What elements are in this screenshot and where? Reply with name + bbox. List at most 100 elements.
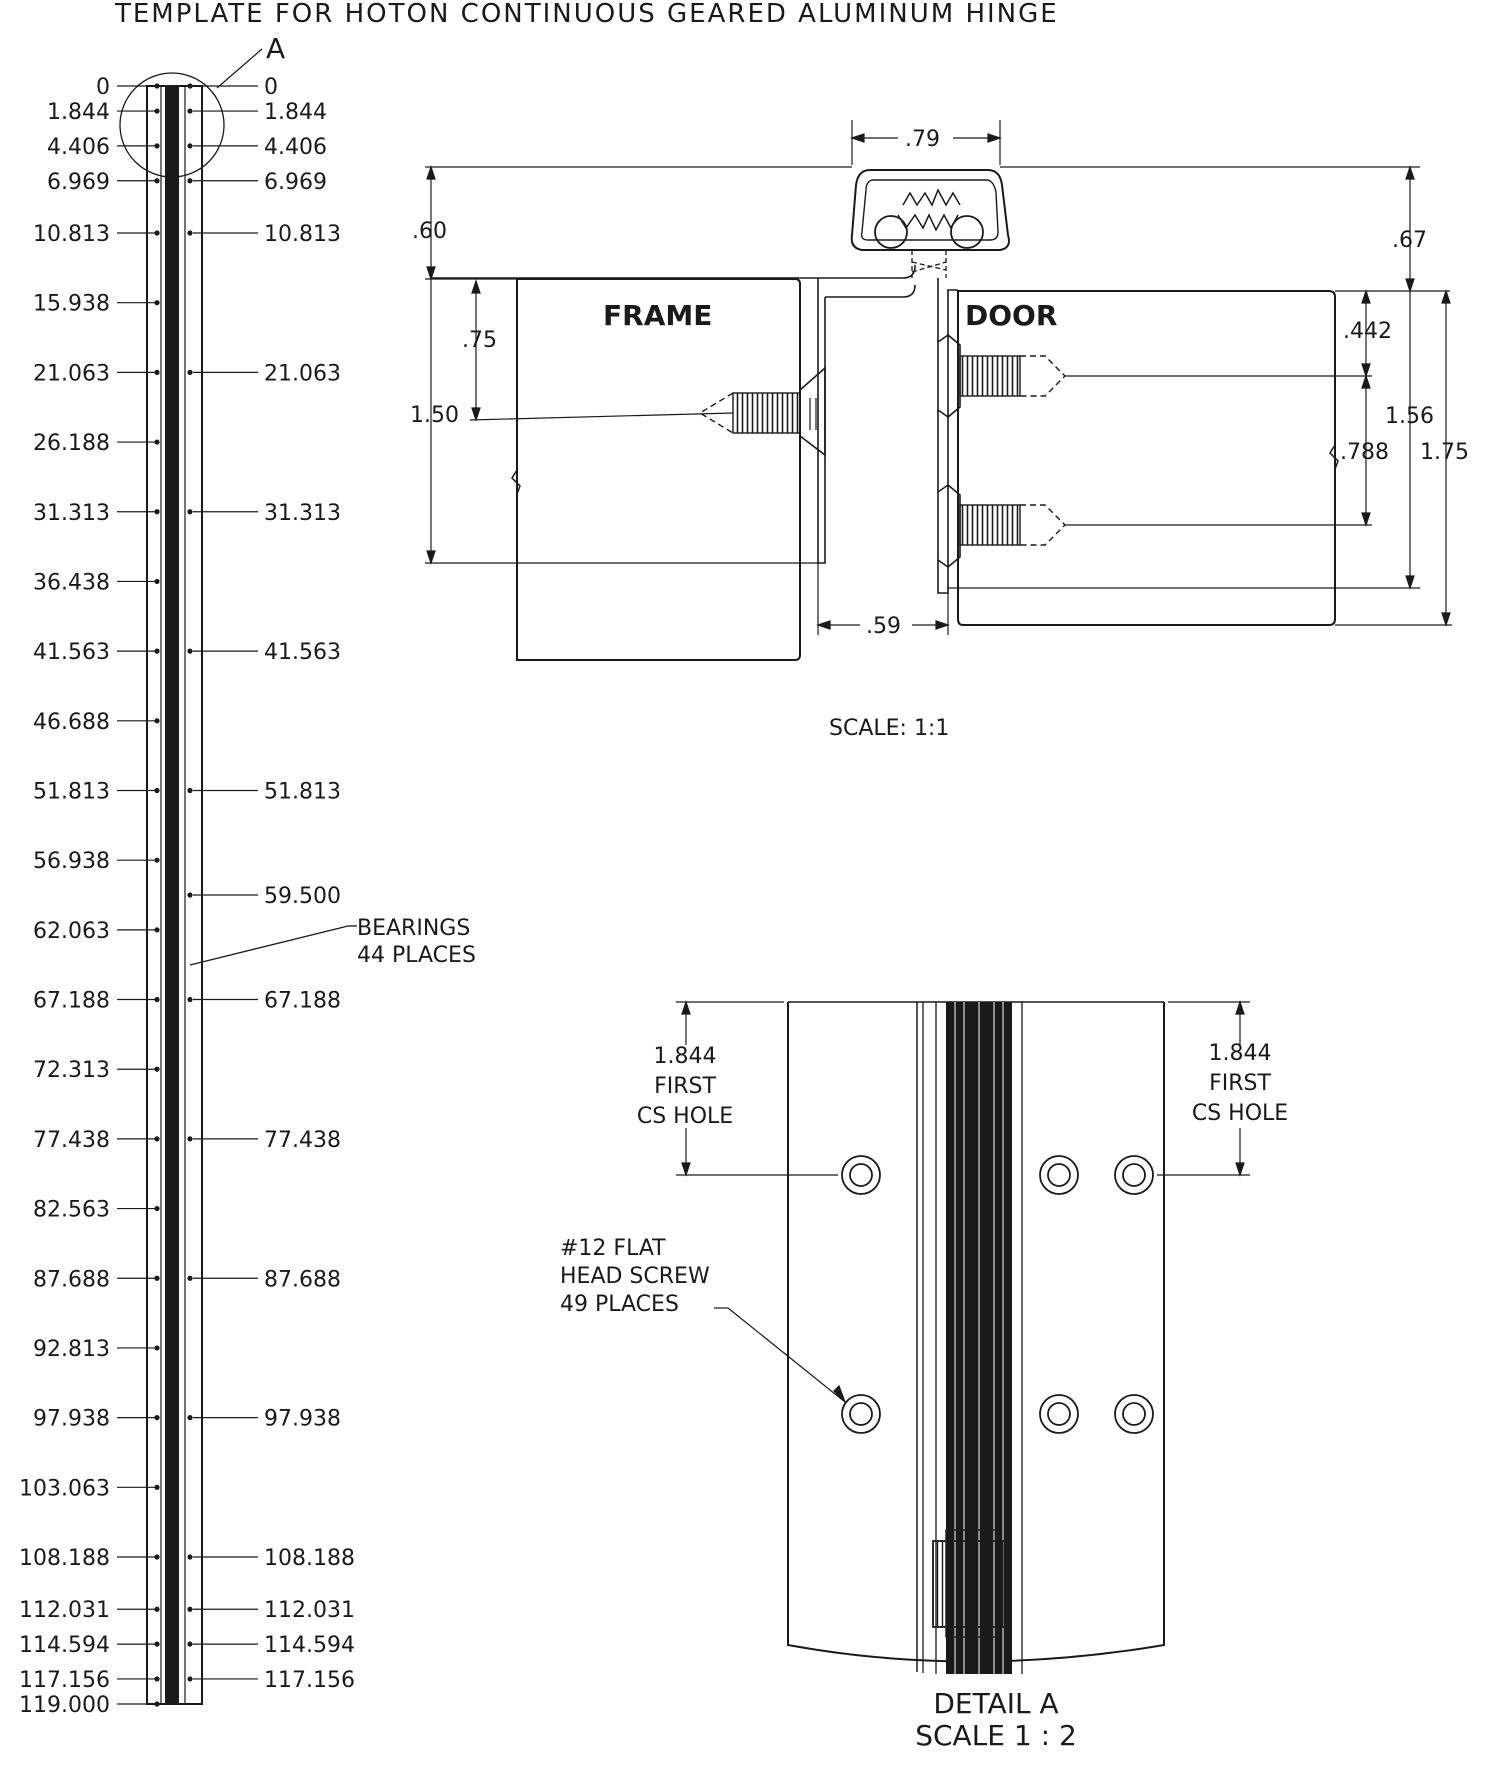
- detail-hole-5: [1039, 1394, 1079, 1434]
- detail-right-callout-3: CS HOLE: [1192, 1101, 1288, 1126]
- door-screw-1-thread: [959, 355, 1021, 397]
- elevation-left-label: 67.188: [33, 989, 110, 1014]
- elevation-left-dim: 97.938: [33, 1407, 160, 1432]
- elevation-right-label: 6.969: [264, 170, 327, 195]
- elevation-left-dim: 36.438: [33, 570, 160, 595]
- elevation-left-dim: 1.844: [47, 100, 160, 125]
- detail-left-callout-1: 1.844: [654, 1044, 717, 1069]
- elevation-left-label: 26.188: [33, 431, 110, 456]
- elevation-right-dim: 31.313: [187, 501, 341, 526]
- elevation-right-dim: 114.594: [187, 1633, 355, 1658]
- elevation-left-label: 117.156: [19, 1668, 110, 1693]
- bearings-label-line1: BEARINGS: [357, 916, 470, 941]
- elevation-left-dimensions: 01.8444.4066.96910.81315.93821.06326.188…: [19, 75, 160, 1718]
- elevation-left-label: 1.844: [47, 100, 110, 125]
- detail-screw-callout-3: 49 PLACES: [560, 1292, 679, 1317]
- detail-hole-1: [841, 1155, 881, 1195]
- elevation-left-dim: 114.594: [19, 1633, 160, 1658]
- elevation-left-dim: 51.813: [33, 779, 160, 804]
- dim-right-top: .67: [1392, 228, 1427, 253]
- dim-frame-screw: .75: [462, 328, 497, 353]
- elevation-left-dim: 119.000: [19, 1693, 160, 1718]
- detail-left-callout-2: FIRST: [654, 1074, 716, 1099]
- elevation-right-dim: 117.156: [187, 1668, 355, 1693]
- detail-a-circle: [119, 72, 225, 178]
- dim-left-top: .60: [412, 219, 447, 244]
- frame-screw-thread: [732, 392, 801, 434]
- detail-dimension-lines: [676, 1000, 1250, 1403]
- detail-caption-2: SCALE 1 : 2: [915, 1719, 1077, 1752]
- elevation-left-label: 72.313: [33, 1058, 110, 1083]
- elevation-right-label: 112.031: [264, 1598, 355, 1623]
- elevation-left-label: 51.813: [33, 779, 110, 804]
- elevation-left-dim: 4.406: [47, 135, 160, 160]
- elevation-left-label: 119.000: [19, 1693, 110, 1718]
- bearings-callout: BEARINGS 44 PLACES: [189, 916, 476, 968]
- elevation-right-dim: 6.969: [187, 170, 327, 195]
- elevation-left-label: 6.969: [47, 170, 110, 195]
- bearings-label-line2: 44 PLACES: [357, 943, 476, 968]
- elevation-right-dim: 41.563: [187, 640, 341, 665]
- elevation-left-dim: 56.938: [33, 849, 160, 874]
- sheet-title: TEMPLATE FOR HOTON CONTINUOUS GEARED ALU…: [114, 0, 1059, 29]
- detail-right-callout-2: FIRST: [1209, 1071, 1271, 1096]
- elevation-right-label: 1.844: [264, 100, 327, 125]
- hinge-elevation: [119, 48, 263, 1705]
- elevation-left-dim: 82.563: [33, 1198, 160, 1223]
- elevation-right-dim: 4.406: [187, 135, 327, 160]
- detail-screw-callout-2: HEAD SCREW: [560, 1264, 710, 1289]
- elevation-right-dim: 1.844: [187, 100, 327, 125]
- door-leaf: [937, 278, 958, 594]
- elevation-right-dimensions: 01.844 4.406 6.969 10.813 21.063 31.313 41.563…: [187, 75, 355, 1693]
- elevation-right-label: 41.563: [264, 640, 341, 665]
- elevation-left-label: 36.438: [33, 570, 110, 595]
- elevation-left-dim: 41.563: [33, 640, 160, 665]
- elevation-right-label: 10.813: [264, 222, 341, 247]
- elevation-left-label: 82.563: [33, 1198, 110, 1223]
- elevation-left-label: 31.313: [33, 501, 110, 526]
- dim-frame-depth: 1.50: [410, 403, 459, 428]
- elevation-left-dim: 103.063: [19, 1476, 160, 1501]
- dim-door-total: 1.75: [1420, 440, 1469, 465]
- elevation-left-dim: 72.313: [33, 1058, 160, 1083]
- elevation-left-dim: 21.063: [33, 361, 160, 386]
- elevation-left-label: 15.938: [33, 292, 110, 317]
- elevation-right-dim: 59.500: [187, 884, 341, 909]
- elevation-right-dim: 112.031: [187, 1598, 355, 1623]
- elevation-right-dim: 67.188: [187, 989, 341, 1014]
- elevation-right-dim: 108.188: [187, 1546, 355, 1571]
- elevation-right-dim: 0: [187, 75, 278, 100]
- frame-outline: [516, 278, 801, 661]
- detail-hole-4: [841, 1394, 881, 1434]
- elevation-left-dim: 67.188: [33, 989, 160, 1014]
- elevation-left-dim: 112.031: [19, 1598, 160, 1623]
- elevation-right-dim: 87.688: [187, 1267, 341, 1292]
- elevation-right-label: 108.188: [264, 1546, 355, 1571]
- detail-left-callout-3: CS HOLE: [637, 1104, 733, 1129]
- elevation-left-label: 46.688: [33, 710, 110, 735]
- elevation-left-dim: 92.813: [33, 1337, 160, 1362]
- dim-door-screw-gap: .788: [1340, 440, 1389, 465]
- elevation-left-label: 77.438: [33, 1128, 110, 1153]
- elevation-left-label: 4.406: [47, 135, 110, 160]
- elevation-right-label: 0: [264, 75, 278, 100]
- frame-label: FRAME: [603, 299, 712, 332]
- elevation-left-label: 21.063: [33, 361, 110, 386]
- elevation-left-label: 41.563: [33, 640, 110, 665]
- elevation-left-dim: 87.688: [33, 1267, 160, 1292]
- dim-gap: .59: [866, 614, 901, 639]
- elevation-right-dim: 77.438: [187, 1128, 341, 1153]
- elevation-right-label: 77.438: [264, 1128, 341, 1153]
- dim-door-overall: 1.56: [1385, 404, 1434, 429]
- elevation-left-label: 103.063: [19, 1476, 110, 1501]
- elevation-right-dim: 97.938: [187, 1407, 341, 1432]
- detail-bearing: [932, 1540, 1012, 1628]
- elevation-right-label: 97.938: [264, 1407, 341, 1432]
- elevation-left-dim: 10.813: [33, 222, 160, 247]
- dim-top-width: .79: [905, 127, 940, 152]
- elevation-left-dim: 46.688: [33, 710, 160, 735]
- elevation-left-label: 108.188: [19, 1546, 110, 1571]
- elevation-left-label: 112.031: [19, 1598, 110, 1623]
- elevation-right-label: 21.063: [264, 361, 341, 386]
